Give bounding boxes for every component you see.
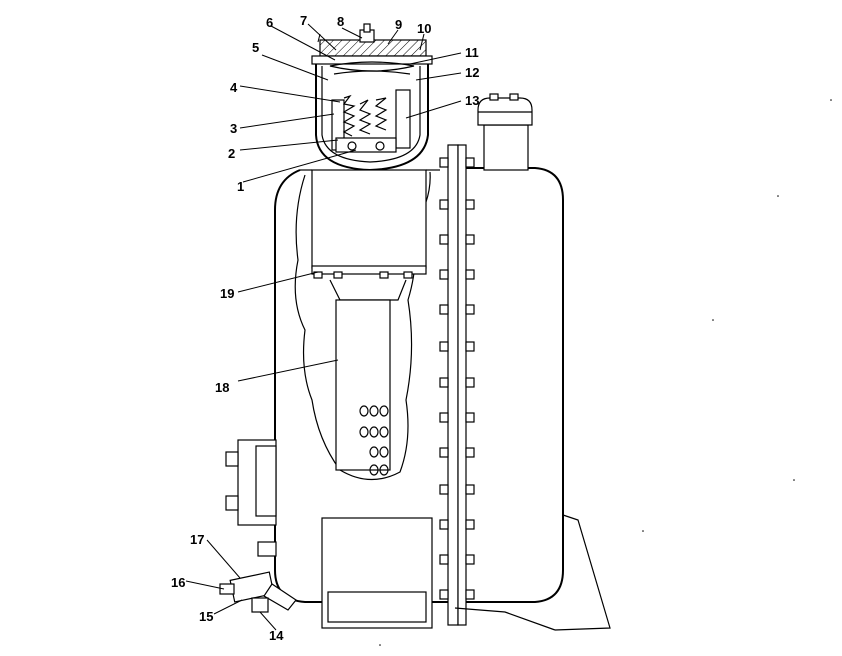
label-11: 11 bbox=[465, 45, 479, 60]
label-17: 17 bbox=[190, 532, 204, 547]
filter-housing bbox=[311, 23, 433, 172]
leader-lines bbox=[185, 23, 462, 631]
label-9: 9 bbox=[395, 17, 402, 32]
label-4: 4 bbox=[230, 80, 238, 95]
inner-column bbox=[311, 169, 427, 279]
label-19: 19 bbox=[220, 286, 234, 301]
label-18: 18 bbox=[215, 380, 229, 395]
label-14: 14 bbox=[269, 628, 284, 643]
specks bbox=[379, 99, 832, 646]
label-10: 10 bbox=[417, 21, 431, 36]
flange-column bbox=[439, 144, 475, 626]
label-2: 2 bbox=[228, 146, 235, 161]
label-15: 15 bbox=[199, 609, 213, 624]
label-3: 3 bbox=[230, 121, 237, 136]
label-6: 6 bbox=[266, 15, 273, 30]
label-5: 5 bbox=[252, 40, 259, 55]
side-bracket bbox=[225, 439, 277, 557]
label-16: 16 bbox=[171, 575, 185, 590]
drain-valve bbox=[219, 571, 297, 613]
flange-bolts bbox=[439, 157, 475, 600]
label-12: 12 bbox=[465, 65, 479, 80]
label-8: 8 bbox=[337, 14, 344, 29]
suction-pipe bbox=[329, 279, 407, 476]
pipe-perforations bbox=[359, 405, 389, 476]
label-7: 7 bbox=[300, 13, 307, 28]
filler-cap bbox=[477, 93, 533, 171]
callout-labels: 1 2 3 4 5 6 7 8 9 10 11 12 13 14 15 16 1… bbox=[171, 13, 479, 643]
bottom-stand bbox=[321, 514, 611, 631]
label-13: 13 bbox=[465, 93, 479, 108]
label-1: 1 bbox=[237, 179, 244, 194]
